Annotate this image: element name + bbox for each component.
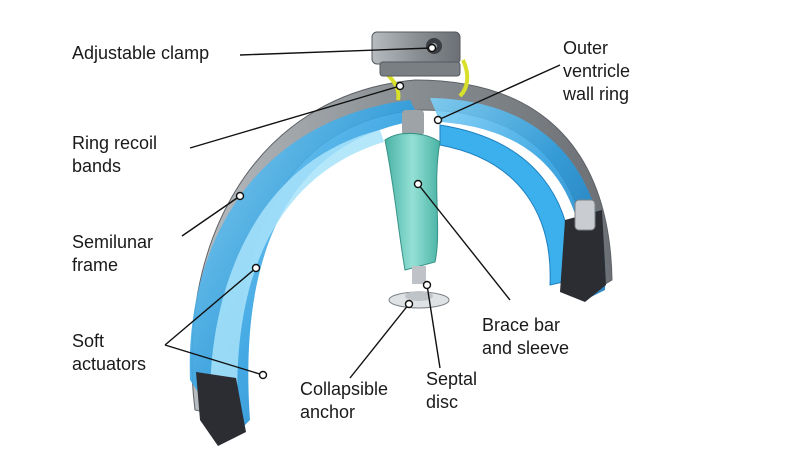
leader-soft-actuators-2 <box>164 344 264 376</box>
brace-bar <box>402 110 424 136</box>
anchor-stem <box>412 266 426 284</box>
label-septal-disc: Septal disc <box>426 369 478 412</box>
label-collapsible-anchor: Collapsible anchor <box>300 379 389 422</box>
leader-soft-actuators-1 <box>164 267 257 346</box>
leader-ring-recoil-bands <box>189 85 401 149</box>
marker-septal <box>422 280 432 290</box>
left-actuator-tip <box>196 372 246 446</box>
leader-brace-bar <box>417 183 511 301</box>
ring-recoil-band-right <box>458 59 470 98</box>
septal-disc-icon <box>388 291 450 309</box>
leader-semilunar-frame <box>181 195 241 237</box>
leader-outer-ventricle <box>437 64 561 121</box>
marker-anchor <box>404 299 414 309</box>
leader-collapsible-anchor <box>349 303 410 379</box>
marker-clamp <box>427 43 437 53</box>
right-clip <box>574 199 596 231</box>
leader-lines <box>164 43 561 380</box>
marker-recoil <box>395 81 405 91</box>
label-ring-recoil-bands: Ring recoil bands <box>72 133 158 176</box>
label-outer-ventricle-wall-ring: Outer ventricle wall ring <box>563 38 631 104</box>
label-brace-bar-and-sleeve: Brace bar and sleeve <box>482 315 570 358</box>
marker-actuator-1 <box>251 263 261 273</box>
sleeve <box>384 133 441 271</box>
marker-ventricle <box>433 115 443 125</box>
marker-frame <box>235 191 245 201</box>
right-actuator-tip <box>560 210 606 302</box>
label-adjustable-clamp: Adjustable clamp <box>72 43 210 63</box>
adjustable-clamp-base <box>379 61 461 77</box>
semilunar-frame-blue-left <box>189 100 420 440</box>
label-soft-actuators: Soft actuators <box>72 331 147 374</box>
marker-brace <box>413 179 423 189</box>
leader-adjustable-clamp <box>239 47 433 56</box>
leader-septal-disc <box>426 284 441 369</box>
label-semilunar-frame: Semilunar frame <box>72 232 154 275</box>
marker-actuator-2 <box>258 370 268 380</box>
